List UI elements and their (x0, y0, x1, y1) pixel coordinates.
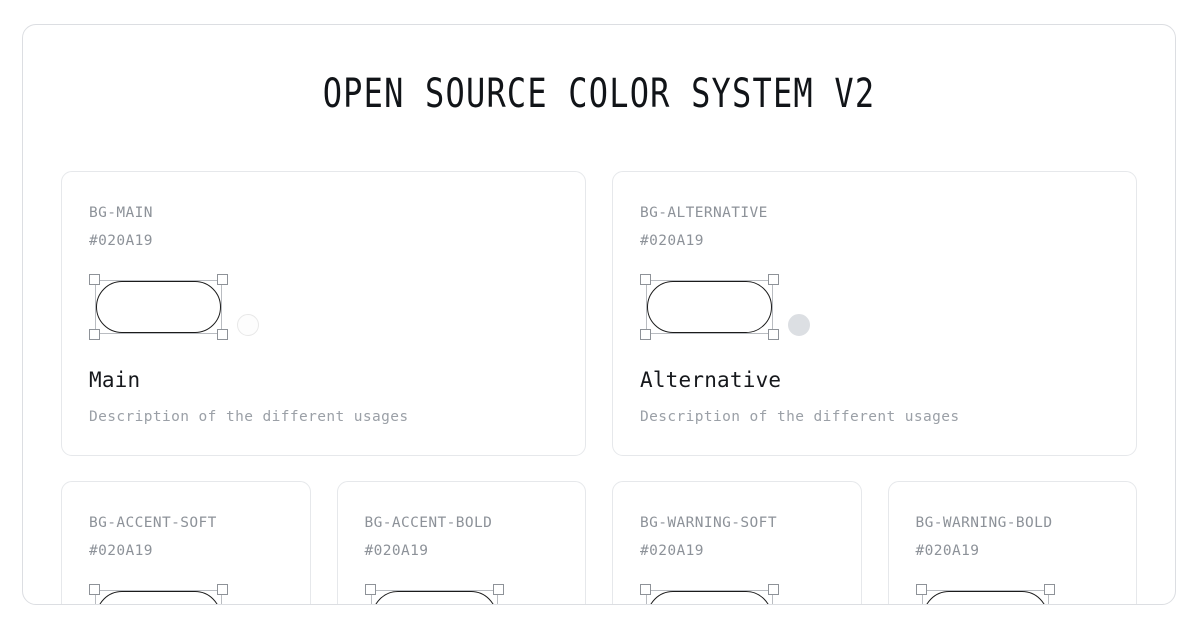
page-title: OPEN SOURCE COLOR SYSTEM V2 (322, 71, 876, 117)
selected-shape[interactable] (915, 584, 1055, 604)
frame-inner: OPEN SOURCE COLOR SYSTEM V2 BG-MAIN #020A… (23, 25, 1175, 604)
color-hex-value: #020A19 (364, 543, 429, 559)
color-token-label: BG-MAIN (89, 205, 153, 221)
rounded-rectangle-shape[interactable] (647, 591, 772, 604)
selection-bounding-box (95, 280, 222, 334)
color-description: Description of the different usages (640, 409, 960, 425)
resize-handle-top-right[interactable] (492, 584, 504, 595)
selected-shape[interactable] (89, 584, 228, 604)
resize-handle-top-right[interactable] (217, 274, 228, 285)
resize-handle-top-left[interactable] (915, 584, 927, 595)
color-hex-value: #020A19 (640, 543, 704, 559)
selection-bounding-box (370, 590, 498, 604)
selection-bounding-box (921, 590, 1049, 604)
color-card-bg-accent-soft[interactable]: BG-ACCENT-SOFT#020A19Accent SoftDescript… (61, 481, 311, 604)
color-card-row-accent-warning: BG-ACCENT-SOFT#020A19Accent SoftDescript… (61, 481, 1137, 604)
resize-handle-top-right[interactable] (768, 584, 779, 595)
selected-shape[interactable] (364, 584, 504, 604)
swatch-artboard[interactable] (364, 582, 559, 604)
resize-handle-top-left[interactable] (364, 584, 376, 595)
rounded-rectangle-shape[interactable] (922, 591, 1048, 604)
color-card-bg-accent-bold[interactable]: BG-ACCENT-BOLD#020A19Accent BoldDescript… (336, 481, 586, 604)
color-hex-value: #020A19 (89, 543, 153, 559)
swatch-artboard[interactable] (640, 272, 1109, 344)
rounded-rectangle-shape[interactable] (96, 281, 221, 333)
resize-handle-bottom-right[interactable] (217, 329, 228, 340)
selection-bounding-box (646, 280, 773, 334)
resize-handle-top-left[interactable] (89, 274, 100, 285)
color-hex-value: #020A19 (640, 233, 704, 249)
swatch-artboard[interactable] (640, 582, 834, 604)
color-token-label: BG-ACCENT-BOLD (364, 515, 493, 531)
color-hex-value: #020A19 (915, 543, 980, 559)
color-display-name: Alternative (640, 368, 782, 392)
selected-shape[interactable] (89, 274, 228, 340)
resize-handle-bottom-right[interactable] (768, 329, 779, 340)
rounded-rectangle-shape[interactable] (96, 591, 221, 604)
resize-handle-bottom-left[interactable] (640, 329, 651, 340)
swatch-artboard[interactable] (89, 272, 558, 344)
resize-handle-top-right[interactable] (1043, 584, 1055, 595)
selected-shape[interactable] (640, 274, 779, 340)
rounded-rectangle-shape[interactable] (647, 281, 772, 333)
swatch-artboard[interactable] (89, 582, 283, 604)
resize-handle-top-left[interactable] (640, 274, 651, 285)
resize-handle-top-right[interactable] (768, 274, 779, 285)
color-card-bg-warning-soft[interactable]: BG-WARNING-SOFT#020A19Warning SoftDescri… (612, 481, 862, 604)
color-display-name: Main (89, 368, 141, 392)
resize-handle-top-left[interactable] (89, 584, 100, 595)
color-token-label: BG-WARNING-BOLD (915, 515, 1053, 531)
app-frame: OPEN SOURCE COLOR SYSTEM V2 BG-MAIN #020A… (22, 24, 1176, 605)
color-swatch-dot[interactable] (788, 314, 810, 336)
resize-handle-top-right[interactable] (217, 584, 228, 595)
color-description: Description of the different usages (89, 409, 409, 425)
color-token-label: BG-WARNING-SOFT (640, 515, 777, 531)
swatch-artboard[interactable] (915, 582, 1110, 604)
color-token-label: BG-ACCENT-SOFT (89, 515, 217, 531)
resize-handle-top-left[interactable] (640, 584, 651, 595)
selection-bounding-box (646, 590, 773, 604)
color-card-bg-warning-bold[interactable]: BG-WARNING-BOLD#020A19Warning BoldDescri… (887, 481, 1137, 604)
rounded-rectangle-shape[interactable] (371, 591, 497, 604)
selected-shape[interactable] (640, 584, 779, 604)
selection-bounding-box (95, 590, 222, 604)
color-hex-value: #020A19 (89, 233, 153, 249)
color-swatch-dot[interactable] (237, 314, 259, 336)
resize-handle-bottom-left[interactable] (89, 329, 100, 340)
color-token-label: BG-ALTERNATIVE (640, 205, 768, 221)
